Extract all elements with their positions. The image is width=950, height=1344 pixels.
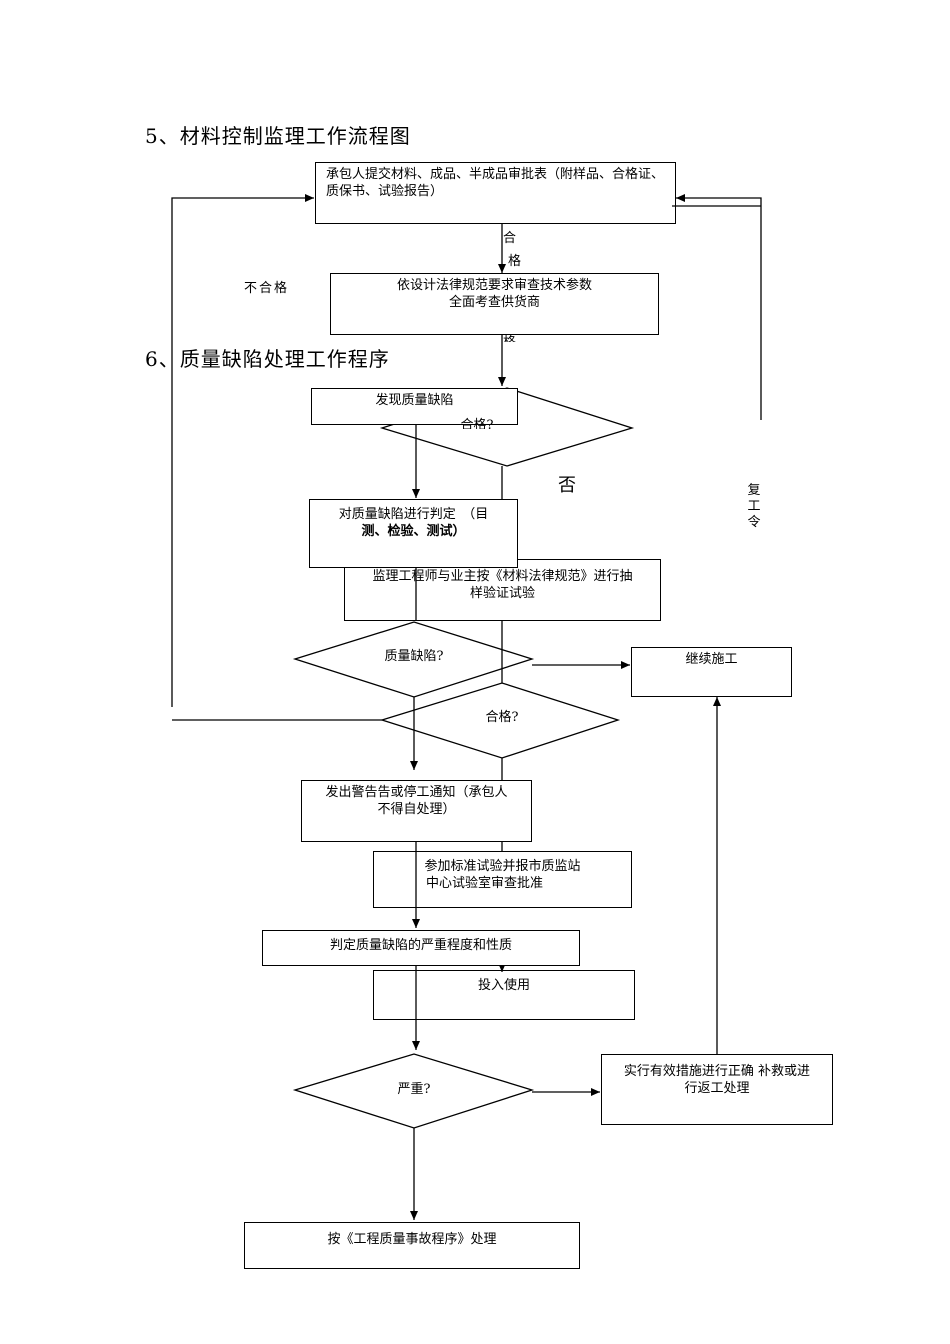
box-continue-work: 继续施工	[631, 647, 792, 697]
label-resume-fu: 复	[747, 483, 761, 498]
box-find-defect-text: 发现质量缺陷	[375, 393, 454, 408]
box-review-params-line2: 全面考查供货商	[448, 295, 540, 310]
box-sampling-test-line2: 样验证试验	[469, 586, 535, 601]
diamond-severe	[292, 1053, 535, 1129]
box-continue-work-text: 继续施工	[685, 652, 738, 667]
box-accident-procedure: 按《工程质量事故程序》处理	[244, 1222, 580, 1269]
box-remedy-line1: 实行有效措施进行正确 补救或进	[623, 1064, 811, 1079]
diamond-hidden-qualified-label: 合格?	[460, 418, 494, 429]
box-sampling-test-line1: 监理工程师与业主按《材料法律规范》进行抽	[372, 569, 633, 584]
box-find-defect: 发现质量缺陷	[311, 388, 518, 425]
label-resume-ling: 令	[747, 515, 761, 530]
arrow-unqualified-up	[171, 194, 314, 707]
label-ge: 格	[508, 254, 522, 269]
box-issue-warning-line1: 发出警告告或停工通知（承包人	[325, 785, 508, 800]
label-ge-partial: 格	[503, 334, 516, 342]
heading-material-control: 5、材料控制监理工作流程图	[145, 124, 411, 148]
diamond-qualified	[379, 682, 621, 759]
box-standard-test-line2: 中心试验室审查批准	[426, 876, 544, 891]
box-issue-warning-line2: 不得自处理）	[377, 802, 456, 817]
box-review-params: 依设计法律规范要求审查技术参数 全面考查供货商	[330, 273, 659, 335]
box-judge-severity-text: 判定质量缺陷的严重程度和性质	[329, 938, 512, 953]
box-put-into-use: 投入使用	[373, 970, 635, 1020]
box-judge-defect-line2: 测、检验、测试）	[361, 524, 466, 539]
box-standard-test: 参加标准试验并报市质监站 中心试验室审查批准	[373, 851, 632, 908]
box-review-params-line1: 依设计法律规范要求审查技术参数	[396, 278, 592, 293]
box-submit-materials: 承包人提交材料、成品、半成品审批表（附样品、合格证、质保书、试验报告）	[315, 162, 676, 224]
diamond-qualified-label: 合格?	[485, 710, 519, 725]
diamond-defect-label: 质量缺陷?	[384, 649, 444, 664]
box-issue-warning: 发出警告告或停工通知（承包人 不得自处理）	[301, 780, 532, 842]
diamond-defect	[292, 621, 535, 698]
box-remedy-line2: 行返工处理	[684, 1081, 750, 1096]
box-judge-severity: 判定质量缺陷的严重程度和性质	[262, 930, 580, 966]
label-he: 合	[503, 231, 517, 246]
box-accident-procedure-text: 按《工程质量事故程序》处理	[327, 1232, 497, 1247]
diamond-severe-label: 严重?	[397, 1082, 431, 1097]
box-judge-defect-line1: 对质量缺陷进行判定 （目	[338, 507, 489, 522]
box-judge-defect: 对质量缺陷进行判定 （目 测、检验、测试）	[309, 499, 518, 568]
box-put-into-use-text: 投入使用	[477, 978, 530, 993]
label-no: 否	[558, 475, 576, 496]
heading-defect-procedure: 6、质量缺陷处理工作程序	[145, 347, 390, 371]
box-standard-test-line1: 参加标准试验并报市质监站	[424, 859, 581, 874]
box-remedy: 实行有效措施进行正确 补救或进 行返工处理	[601, 1054, 833, 1125]
box-sampling-test: 监理工程师与业主按《材料法律规范》进行抽 样验证试验	[344, 559, 661, 621]
box-submit-materials-text: 承包人提交材料、成品、半成品审批表（附样品、合格证、质保书、试验报告）	[326, 167, 665, 199]
arrow-resume-loop	[676, 194, 762, 420]
label-resume-gong: 工	[747, 499, 761, 514]
label-unqualified: 不合格	[244, 281, 290, 296]
